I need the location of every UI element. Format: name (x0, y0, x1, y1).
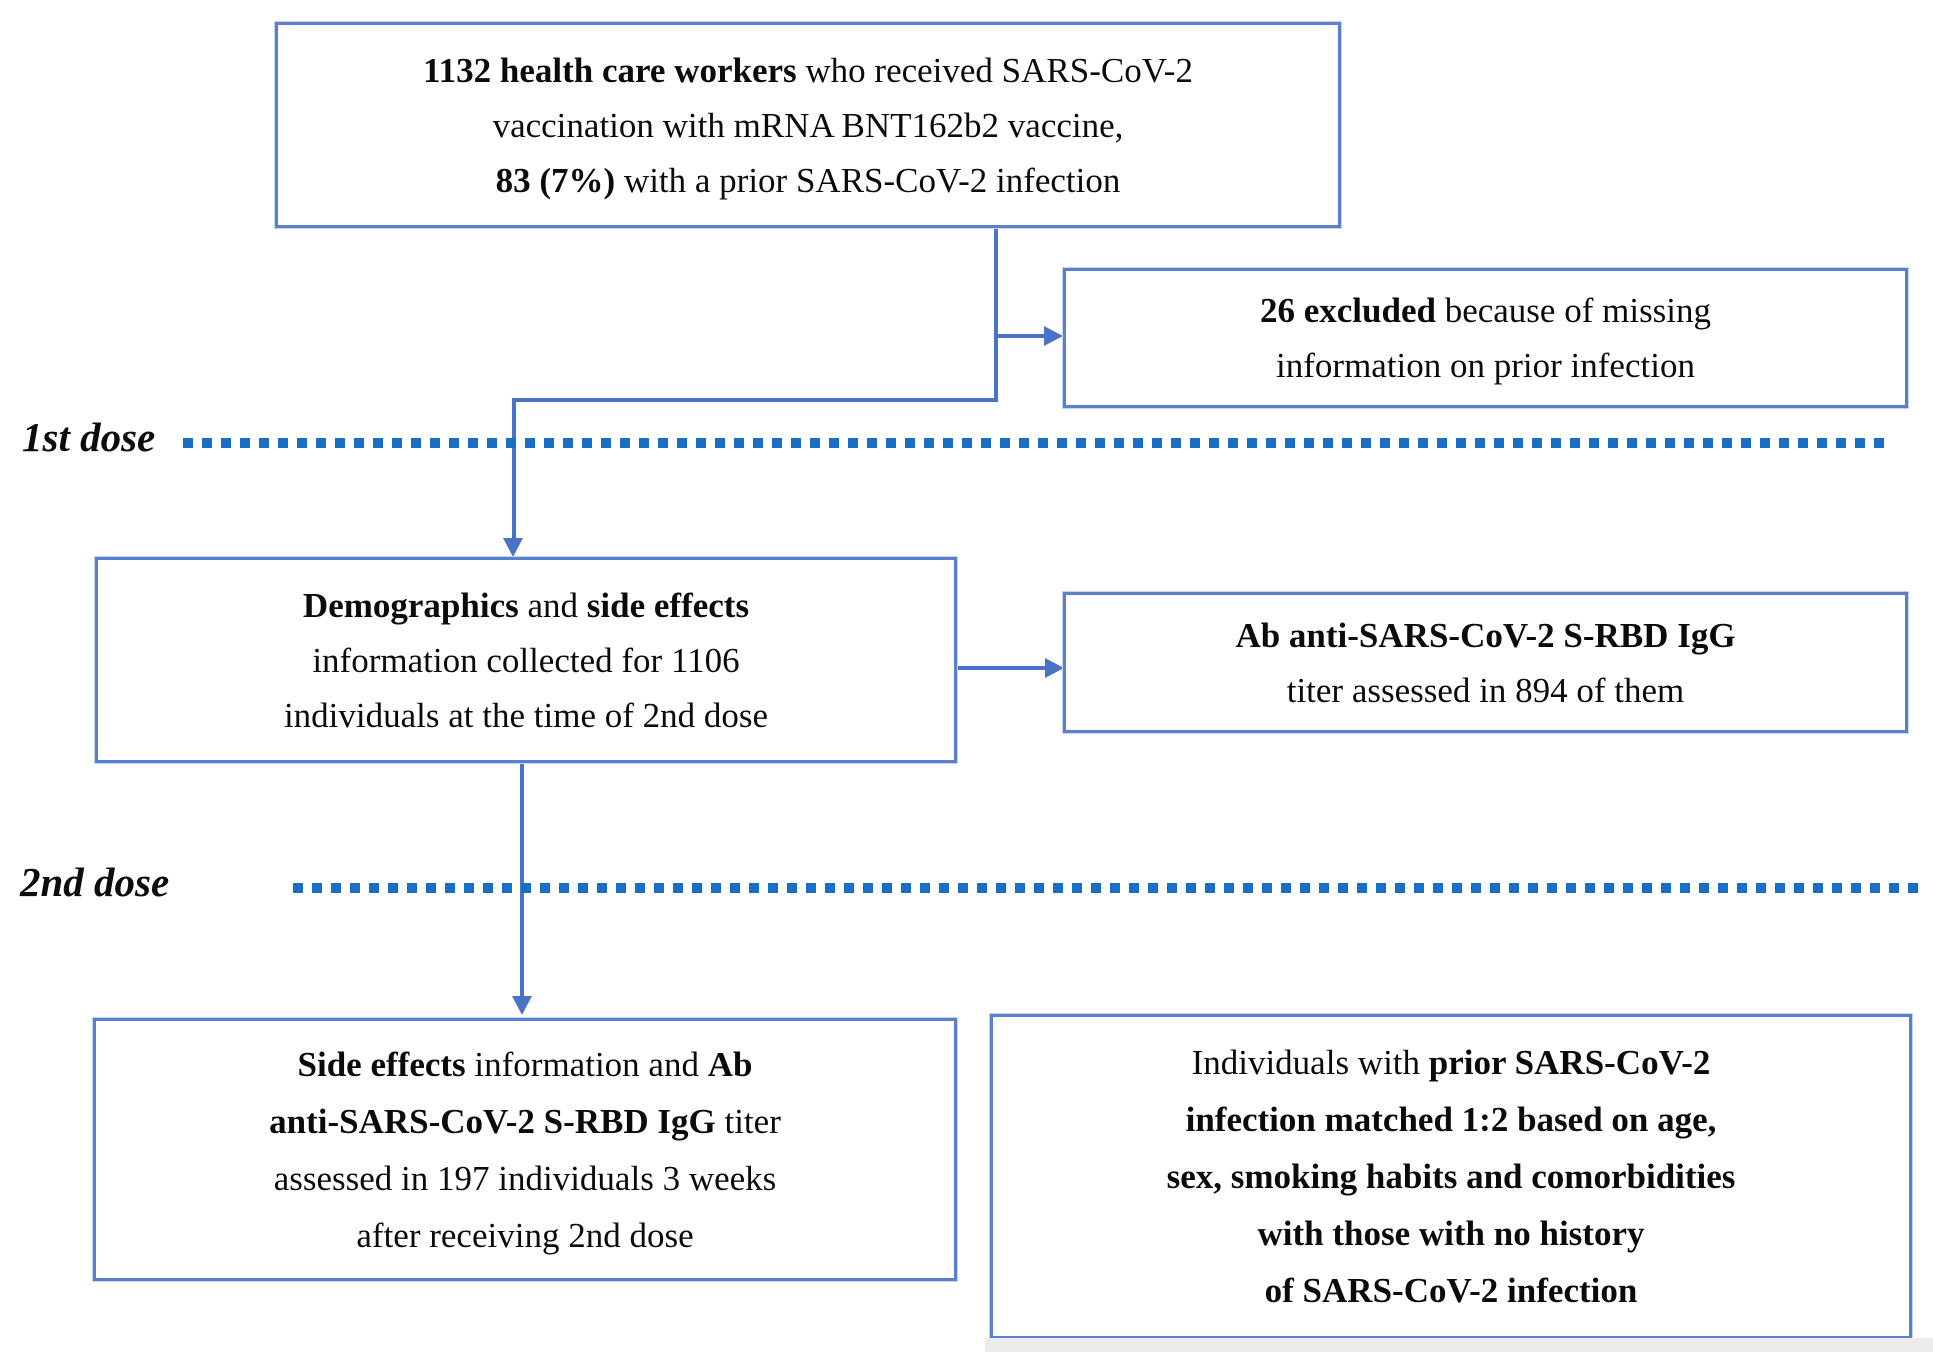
text-line: assessed in 197 individuals 3 weeks (273, 1158, 777, 1198)
text-line: of SARS-CoV-2 infection (1264, 1271, 1638, 1310)
arrow-right-icon (1045, 658, 1064, 678)
text-line: Demographics and side effects (302, 585, 750, 625)
text-line: Ab anti-SARS-CoV-2 S-RBD IgG (1235, 615, 1736, 655)
arrow-down-icon (503, 538, 523, 557)
text-line: individuals at the time of 2nd dose (283, 695, 769, 735)
text-line: Individuals with prior SARS-CoV-2 (1191, 1043, 1711, 1082)
text-line: titer assessed in 894 of them (1286, 670, 1685, 710)
arrow-down-icon (512, 996, 532, 1015)
text-line: 26 excluded because of missing (1259, 291, 1712, 330)
box-antibody-titer: Ab anti-SARS-CoV-2 S-RBD IgG titer assess… (1063, 592, 1908, 733)
text-line: information on prior infection (1276, 346, 1695, 385)
box-matched-individuals: Individuals with prior SARS-CoV-2 infecti… (990, 1014, 1912, 1339)
connector-elbow-left-line (512, 398, 998, 402)
arrow-right-icon (1044, 326, 1063, 346)
connector-branch-to-excluded-line (996, 334, 1046, 338)
second-dose-label: 2nd dose (20, 859, 170, 905)
text-line: 83 (7%) with a prior SARS-CoV-2 infectio… (495, 160, 1121, 200)
first-dose-label: 1st dose (22, 414, 156, 460)
box-excluded: 26 excluded because of missing informatio… (1063, 268, 1908, 408)
box-side-effects: Side effects information and Ab anti-SARS… (93, 1018, 957, 1281)
text-line: sex, smoking habits and comorbidities (1166, 1157, 1736, 1196)
connector-demographics-to-abtiter-line (957, 666, 1047, 670)
text-line: information collected for 1106 (312, 640, 740, 680)
connector-to-demographics-line (512, 398, 516, 540)
text-line: vaccination with mRNA BNT162b2 vaccine, (492, 105, 1124, 145)
first-dose-dotted-line (183, 438, 1890, 448)
text-line: 1132 health care workers who received SA… (423, 50, 1193, 90)
box-cohort: 1132 health care workers who received SA… (275, 22, 1341, 228)
text-line: infection matched 1:2 based on age, (1185, 1100, 1717, 1139)
text-line: Side effects information and Ab (297, 1044, 753, 1084)
text-line: with those with no history (1257, 1214, 1645, 1253)
text-line: anti-SARS-CoV-2 S-RBD IgG titer (269, 1101, 781, 1141)
connector-cohort-down-line (994, 227, 998, 402)
second-dose-dotted-line (293, 883, 1921, 893)
box-demographics: Demographics and side effects information… (95, 557, 957, 763)
text-line: after receiving 2nd dose (356, 1215, 694, 1255)
connector-demographics-to-sideeffects-line (520, 763, 524, 998)
page-edge-strip (985, 1338, 1933, 1352)
